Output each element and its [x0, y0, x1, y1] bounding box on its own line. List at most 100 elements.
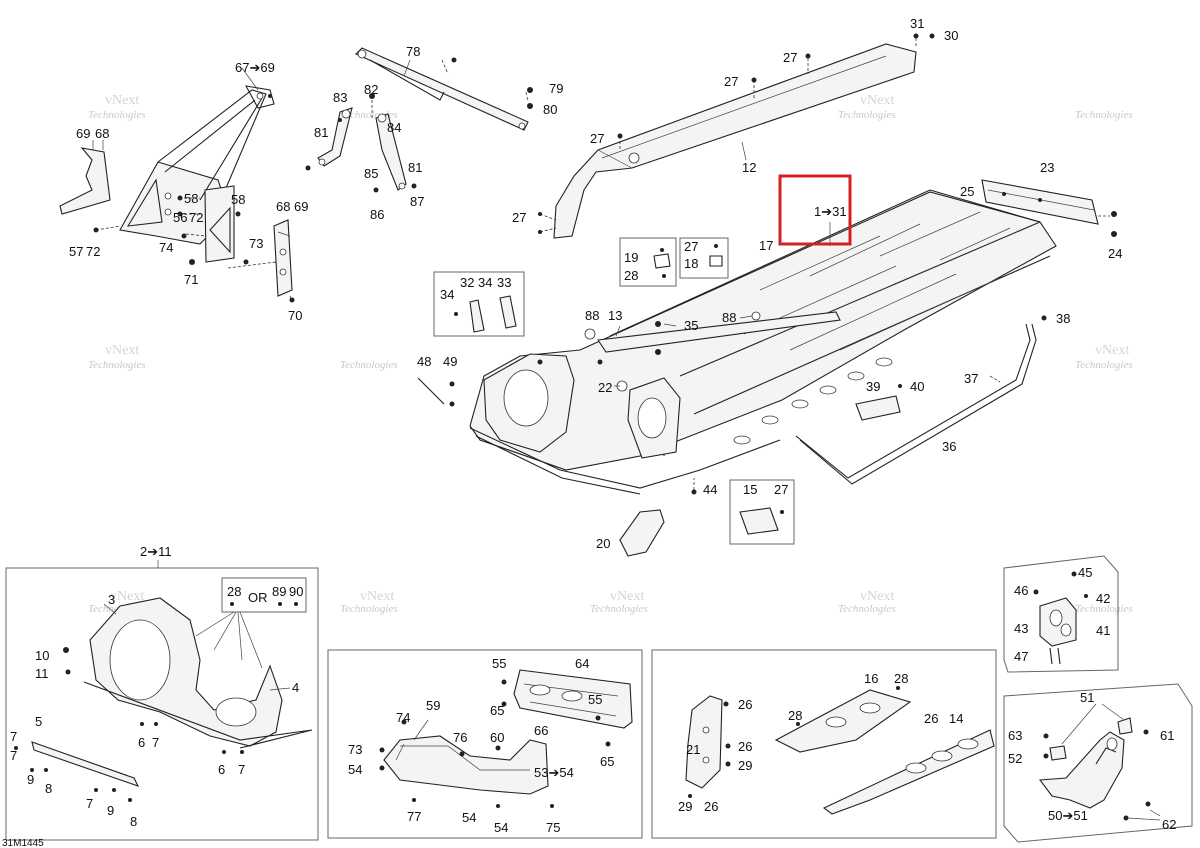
part-callout: 52 — [1008, 751, 1022, 766]
part-callout: 7 — [238, 762, 245, 777]
part-callout: 68 — [276, 199, 290, 214]
part-callout: 8 — [45, 781, 52, 796]
part-callout: 54 — [494, 820, 508, 835]
part-callout: 69 — [294, 199, 308, 214]
part-callout: 21 — [686, 742, 700, 757]
watermarks: Technologies vNext Technologies Technolo… — [88, 93, 1133, 615]
part-callout: 84 — [387, 120, 401, 135]
part-callout: 28 — [894, 671, 908, 686]
part-callout: 81 — [314, 125, 328, 140]
part-callout: 88 — [722, 310, 736, 325]
part-callout: 34 — [478, 275, 492, 290]
part-callout: 6 — [218, 762, 225, 777]
option-label: 89 — [272, 584, 286, 599]
part-callout: 36 — [942, 439, 956, 454]
part-callout: 27 — [724, 74, 738, 89]
part-callout: 79 — [549, 81, 563, 96]
part-callout: 45 — [1078, 565, 1092, 580]
part-callout: 18 — [684, 256, 698, 271]
part-callout: 88 — [585, 308, 599, 323]
watermark-text: vNext — [110, 589, 144, 604]
watermark-text: vNext — [610, 589, 644, 604]
part-callout: 22 — [598, 380, 612, 395]
part-callout: 14 — [949, 711, 963, 726]
part-callout: 3 — [108, 592, 115, 607]
part-callout: 16 — [864, 671, 878, 686]
part-callout: 63 — [1008, 728, 1022, 743]
part-callout: 12 — [742, 160, 756, 175]
part-callout: 38 — [1056, 311, 1070, 326]
part-callout: 73 — [249, 236, 263, 251]
part-callout: 82 — [364, 82, 378, 97]
part-callout: 29 — [678, 799, 692, 814]
part-callout: 55 — [492, 656, 506, 671]
part-callout: 68 — [95, 126, 109, 141]
part-callout: 30 — [944, 28, 958, 43]
part-callout: 49 — [443, 354, 457, 369]
watermark-text: Technologies — [838, 109, 896, 121]
part-callout: 83 — [333, 90, 347, 105]
document-code: 31M1445 — [2, 838, 44, 848]
part-callout: 54 — [462, 810, 476, 825]
part-callout: 61 — [1160, 728, 1174, 743]
part-callout: 7 — [10, 748, 17, 763]
part-callout: 40 — [910, 379, 924, 394]
watermark-text: Technologies — [88, 359, 146, 371]
part-callout: 7 — [10, 729, 17, 744]
highlight-box — [778, 174, 852, 246]
part-callout: 54 — [348, 762, 362, 777]
part-callout: 62 — [1162, 817, 1176, 832]
subassembly-label: 2➔11 — [140, 544, 172, 559]
part-callout: 47 — [1014, 649, 1028, 664]
part-callout: 8 — [130, 814, 137, 829]
part-callout: 58 — [184, 191, 198, 206]
part-callout: 53➔54 — [534, 765, 574, 780]
part-callout: 67➔69 — [235, 60, 275, 75]
watermark-text: Technologies — [340, 359, 398, 371]
part-callout: 65 — [600, 754, 614, 769]
part-callout: 56 — [173, 210, 187, 225]
part-callout: 43 — [1014, 621, 1028, 636]
part-callout: 26 — [924, 711, 938, 726]
part-callout: 32 — [460, 275, 474, 290]
watermark-text: Technologies — [340, 603, 398, 615]
part-callout: 9 — [27, 772, 34, 787]
part-callout: 26 — [738, 739, 752, 754]
watermark-text: vNext — [860, 93, 894, 108]
watermark-text: Technologies — [590, 603, 648, 615]
part-callout: 13 — [608, 308, 622, 323]
part-callout: 71 — [184, 272, 198, 287]
part-callout: 28 — [624, 268, 638, 283]
watermark-text: Technologies — [838, 603, 896, 615]
option-label: 28 — [227, 584, 241, 599]
part-callout: 23 — [1040, 160, 1054, 175]
part-callout: 7 — [152, 735, 159, 750]
part-callout: 33 — [497, 275, 511, 290]
part-callout: 59 — [426, 698, 440, 713]
part-callout: 7 — [86, 796, 93, 811]
watermark-text: Technologies — [1075, 109, 1133, 121]
part-callout: 85 — [364, 166, 378, 181]
part-callout: 5 — [35, 714, 42, 729]
watermark-text: vNext — [105, 343, 139, 358]
part-callout: 9 — [107, 803, 114, 818]
part-callout: 57 — [69, 244, 83, 259]
part-callout: 27 — [512, 210, 526, 225]
part-callout: 4 — [292, 680, 299, 695]
part-callout: 66 — [534, 723, 548, 738]
part-callout: 86 — [370, 207, 384, 222]
part-callout: 42 — [1096, 591, 1110, 606]
watermark-text: Technologies — [88, 109, 146, 121]
